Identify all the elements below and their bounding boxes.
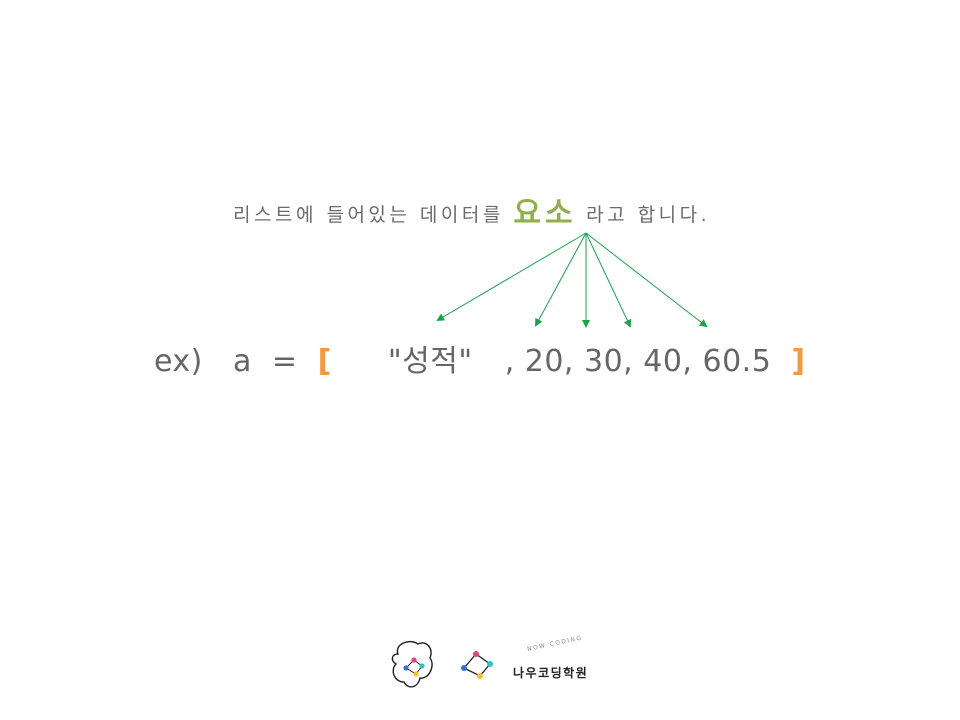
ex-label: ex) — [154, 344, 203, 379]
caption: 리스트에 들어있는 데이터를 요소 라고 합니다. — [233, 188, 710, 232]
equals-sign: = — [271, 344, 298, 379]
logo-name: 나우코딩학원 — [513, 666, 589, 680]
close-bracket: ] — [791, 344, 806, 379]
open-bracket: [ — [317, 344, 332, 379]
arrow-to-string — [436, 232, 587, 322]
arrow-to-60-5 — [585, 232, 708, 328]
caption-suffix: 라고 합니다. — [586, 204, 711, 226]
academy-logo-icon — [391, 640, 493, 688]
arrow-to-20 — [535, 232, 587, 327]
code-example: ex) a = [ "성적" , 20, 30, 40, 60.5 ] — [154, 336, 806, 380]
variable-name: a — [232, 344, 252, 379]
arrow-to-40 — [585, 232, 632, 328]
caption-prefix: 리스트에 들어있는 데이터를 — [233, 204, 504, 226]
numeric-elements: , 20, 30, 40, 60.5 — [504, 344, 772, 379]
caption-highlight: 요소 — [513, 196, 577, 231]
string-element: "성적" — [387, 344, 473, 379]
